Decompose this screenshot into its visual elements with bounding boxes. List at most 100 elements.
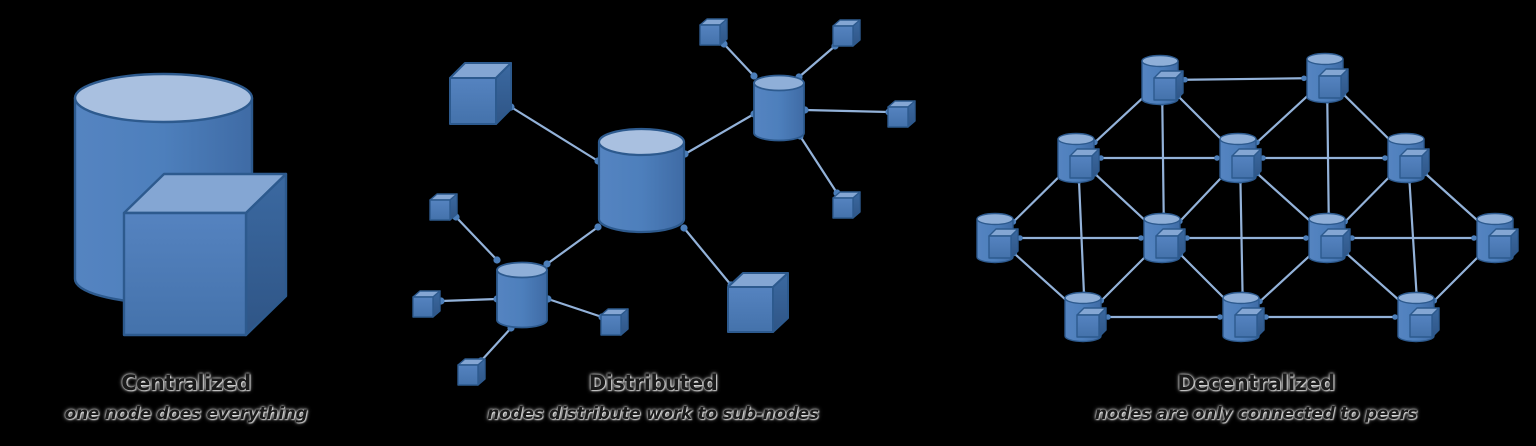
network-edge <box>1092 92 1148 146</box>
worker-cube <box>449 62 512 125</box>
peer-cube <box>1488 228 1519 259</box>
peer-cube <box>1399 148 1430 179</box>
edge-line <box>1345 252 1402 303</box>
peer-node <box>1064 291 1107 343</box>
cylinder-top <box>976 212 1014 226</box>
edge-line <box>797 44 837 79</box>
network-edge <box>801 106 893 116</box>
master-cylinder <box>597 127 686 234</box>
peer-cube <box>1076 307 1107 338</box>
network-edge <box>1260 155 1388 161</box>
network-edge <box>1342 171 1395 225</box>
cylinder-body <box>597 140 686 234</box>
edge-line <box>1093 94 1147 144</box>
network-edge <box>1340 91 1395 145</box>
sub-node-cube <box>699 18 728 46</box>
peer-node <box>1306 52 1349 104</box>
network-edge <box>1011 250 1071 305</box>
cylinder-top <box>1057 132 1095 146</box>
cylinder-top <box>1308 212 1346 226</box>
cube-front-face <box>1488 235 1512 259</box>
cylinder-top <box>1222 291 1260 305</box>
network-edge <box>1105 314 1223 320</box>
cylinder-top <box>73 72 254 124</box>
edge-line <box>1256 172 1313 224</box>
worker-cube <box>727 272 789 333</box>
edge-line <box>803 108 891 114</box>
cube-front-face <box>1155 235 1179 259</box>
network-edge <box>1257 250 1315 305</box>
peer-cube <box>988 228 1019 259</box>
cylinder-top <box>1476 212 1514 226</box>
cylinder-top <box>496 261 548 279</box>
network-edge <box>1184 235 1309 241</box>
network-edge <box>1182 75 1307 83</box>
cube-front-face <box>1153 77 1177 101</box>
edge-dot <box>1303 235 1309 241</box>
edge-line <box>454 215 499 262</box>
sub-node-cube <box>832 191 861 219</box>
peer-node <box>1143 212 1186 264</box>
network-edge <box>1175 93 1227 145</box>
peer-cube <box>1155 228 1186 259</box>
edge-line <box>1433 253 1482 302</box>
network-edge <box>544 295 606 321</box>
edge-line <box>1344 173 1393 223</box>
peer-cube <box>1234 307 1265 338</box>
edge-dot <box>750 72 758 80</box>
edge-line <box>439 297 499 303</box>
network-edge <box>1098 155 1220 161</box>
edge-line <box>1183 77 1306 81</box>
panel-distributed <box>412 18 916 386</box>
network-edge <box>452 213 501 264</box>
peer-cube <box>1320 228 1351 259</box>
edge-line <box>1177 95 1225 143</box>
sub-node-cube <box>429 193 458 221</box>
network-edge <box>680 224 735 289</box>
edge-line <box>479 326 513 363</box>
edge-dot <box>493 256 501 264</box>
peer-node <box>1476 212 1519 264</box>
network-edge <box>1177 251 1230 304</box>
edge-line <box>1258 252 1314 303</box>
cube-front-face <box>727 286 774 333</box>
cylinder-top <box>1387 132 1425 146</box>
cylinder-top <box>1064 291 1102 305</box>
edge-dot <box>594 223 602 231</box>
peer-node <box>1397 291 1440 343</box>
cylinder-top <box>1397 291 1435 305</box>
cube-front-face <box>449 77 497 125</box>
peer-cube <box>1069 148 1100 179</box>
peer-node <box>1222 291 1265 343</box>
sub-cylinder <box>753 74 805 142</box>
peer-node <box>1308 212 1351 264</box>
network-edge <box>681 110 758 158</box>
cube-front-face <box>1069 155 1093 179</box>
panel-decentralized <box>976 52 1519 343</box>
edge-dot <box>1382 155 1388 161</box>
edge-line <box>1255 92 1312 144</box>
cube-front-face <box>122 211 248 337</box>
edge-dot <box>1392 314 1398 320</box>
edge-line <box>545 225 600 266</box>
cube-front-face <box>1234 314 1258 338</box>
sub-node-cube <box>600 308 629 336</box>
edge-dot <box>543 260 551 268</box>
panel-centralized <box>73 72 288 337</box>
edge-line <box>683 112 756 156</box>
network-edge <box>507 103 602 165</box>
network-edge <box>1343 250 1404 305</box>
edge-dot <box>1138 235 1144 241</box>
network-edge <box>1349 235 1477 241</box>
cube-front-face <box>429 199 451 221</box>
cylinder-top <box>753 74 805 92</box>
edge-line <box>722 42 756 78</box>
edge-line <box>1342 93 1393 143</box>
cube-front-face <box>887 106 909 128</box>
edge-line <box>1100 253 1149 302</box>
peer-node <box>1219 132 1262 184</box>
edge-dot <box>1217 314 1223 320</box>
network-edge <box>720 40 758 80</box>
